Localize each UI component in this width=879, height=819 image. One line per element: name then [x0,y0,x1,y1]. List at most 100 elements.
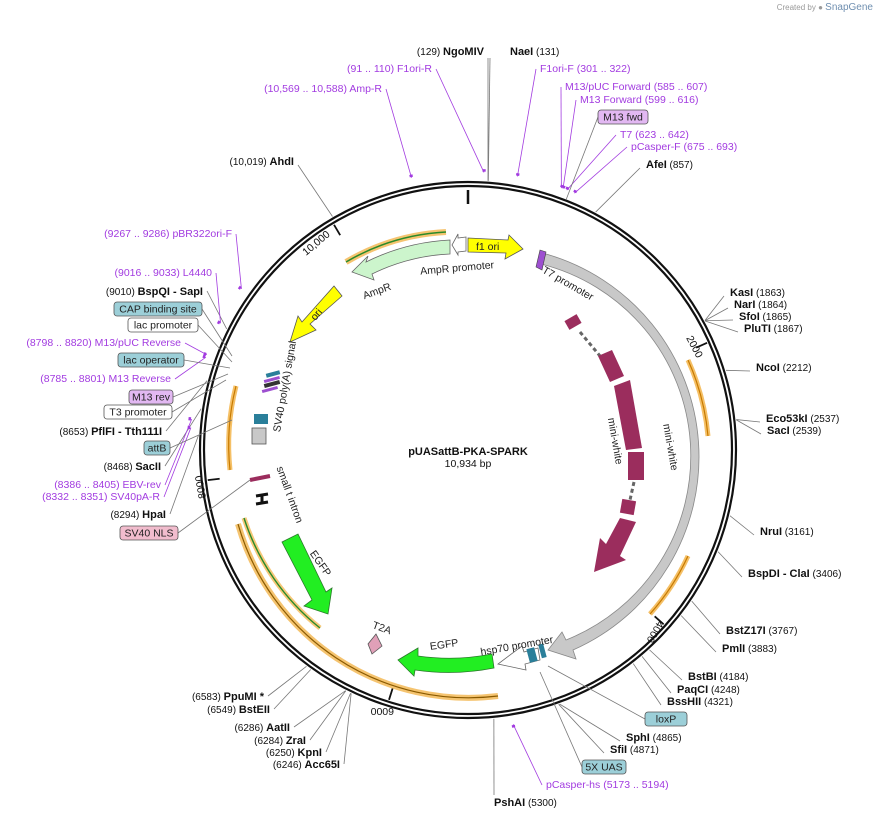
primer-m13-reverse[interactable]: (8785 .. 8801) M13 Reverse [40,373,171,385]
t2a-label: T2A [371,619,393,637]
primer-l4440[interactable]: (9016 .. 9033) L4440 [115,267,213,279]
primer-pcasper-f[interactable]: pCasper-F (675 .. 693) [631,141,737,153]
attb-stack[interactable] [261,370,281,394]
primer-f1ori-f[interactable]: F1ori-F (301 .. 322) [540,63,630,75]
enzyme-site-bsshii[interactable]: BssHII (4321) [667,696,733,708]
feature-box-sv40nls[interactable]: SV40 NLS [119,525,179,541]
primer-leader-m13puc-rev [184,342,208,356]
enzyme-leader-eco53ki [736,419,761,423]
primer-name: (585 .. 607) [651,81,708,93]
enzyme-site-aatii[interactable]: (6286) AatII [234,722,290,734]
enzyme-leader-sphi [559,703,621,742]
primer-sv40pa-r[interactable]: (8332 .. 8351) SV40pA-R [42,491,160,503]
feature-box-m13rev[interactable]: M13 rev [128,389,174,405]
enzyme-site-sphi[interactable]: SphI (4865) [626,732,682,744]
enzyme-site-pluti[interactable]: PluTI (1867) [744,323,803,335]
smallt-segment[interactable] [249,474,271,482]
miniwhite-grey-arrow[interactable] [540,253,700,660]
primer-pbr322ori-f[interactable]: (9267 .. 9286) pBR322ori-F [104,228,232,240]
enzyme-site-naei[interactable]: NaeI (131) [510,46,559,58]
primer-amp-r[interactable]: (10,569 .. 10,588) Amp-R [264,83,382,95]
enzyme-name: BspDI - ClaI [748,568,810,580]
enzyme-site-kasi[interactable]: KasI (1863) [730,287,785,299]
enzyme-position: (4865) [650,733,682,744]
enzyme-site-pflfi[interactable]: (8653) PflFI - Tth111I [59,426,162,438]
enzyme-site-pshai[interactable]: PshAI (5300) [494,797,557,809]
ori-arrow[interactable] [289,285,343,343]
enzyme-site-sfii[interactable]: SfiI (4871) [610,744,659,756]
feature-box-label: M13 fwd [603,112,643,124]
enzyme-name: BssHII [667,696,701,708]
primer-f1ori-r[interactable]: (91 .. 110) F1ori-R [347,63,432,75]
feature-box-cap[interactable]: CAP binding site [113,301,203,317]
f1ori-arrow[interactable] [467,234,524,260]
primer-ebv-rev[interactable]: (8386 .. 8405) EBV-rev [54,479,162,491]
enzyme-leader-kpni [325,692,351,753]
enzyme-site-ahdi[interactable]: (10,019) AhdI [230,156,294,168]
enzyme-site-pmli[interactable]: PmlI (3883) [722,643,777,655]
primer-m13puc-rev[interactable]: (8798 .. 8820) M13/pUC Reverse [26,337,181,349]
enzyme-site-hpai[interactable]: (8294) HpaI [110,509,166,521]
uas-block[interactable] [526,647,538,663]
enzyme-site-kpni[interactable]: (6250) KpnI [266,747,322,759]
egfp1-arrow[interactable] [281,533,333,615]
enzyme-site-ngomiv[interactable]: (129) NgoMIV [417,46,485,58]
enzyme-site-paqci[interactable]: PaqCI (4248) [677,684,740,696]
enzyme-site-bspqi[interactable]: (9010) BspQI - SapI [106,286,203,298]
enzyme-leader-paqci [641,656,672,694]
enzyme-site-bstz17i[interactable]: BstZ17I (3767) [726,625,797,637]
feature-box-attb[interactable]: attB [143,440,171,456]
primer-range: (10,569 .. 10,588) [264,83,349,95]
enzyme-site-ncoi[interactable]: NcoI (2212) [756,362,812,374]
miniwhite-exon-4[interactable] [628,452,644,480]
miniwhite-exon-2[interactable] [598,350,624,382]
enzyme-site-sacii[interactable]: (8468) SacII [104,461,161,473]
enzyme-site-zrai[interactable]: (6284) ZraI [254,735,306,747]
enzyme-site-sfoi[interactable]: SfoI (1865) [739,311,791,323]
feature-box-lacop[interactable]: lac operator [117,352,185,368]
miniwhite-exon-6[interactable] [594,518,636,572]
miniwhite-exon-3[interactable] [614,380,642,450]
miniwhite-exon-1[interactable] [564,314,582,330]
ampr-arrow[interactable] [351,239,451,281]
enzyme-site-afei[interactable]: AfeI (857) [646,159,693,171]
feature-box-loxp[interactable]: loxP [644,711,688,727]
sv40pa-teal-block[interactable] [254,414,268,424]
enzyme-site-acc65i[interactable]: (6246) Acc65I [273,759,340,771]
loxp-block[interactable] [538,643,547,659]
primer-pcasper-hs[interactable]: pCasper-hs (5173 .. 5194) [546,779,669,791]
enzyme-position: (6250) [266,748,298,759]
enzyme-site-ppumi[interactable]: (6583) PpuMI * [192,691,265,703]
feature-group [226,229,711,701]
enzyme-leader-afei [595,167,641,213]
miniwhite-exon-5[interactable] [619,498,637,516]
enzyme-site-nari[interactable]: NarI (1864) [734,299,787,311]
enzyme-site-eco53ki[interactable]: Eco53kI (2537) [766,413,839,425]
t7-promoter-arrow[interactable] [535,249,547,271]
sv40pa-grey-block[interactable] [251,427,267,445]
primer-mark-f1ori-f [515,172,520,176]
primer-m13puc-fwd[interactable]: M13/pUC Forward (585 .. 607) [565,81,707,93]
enzyme-position: (3161) [782,527,814,538]
enzyme-site-bspdi[interactable]: BspDI - ClaI (3406) [748,568,841,580]
ampr-promoter-arrow[interactable] [451,233,467,257]
enzyme-position: (4184) [717,672,749,683]
smallt-label: small t intron [274,465,306,525]
enzyme-site-nrui[interactable]: NruI (3161) [760,526,814,538]
t2a-arrow[interactable] [367,633,383,655]
egfp2-arrow[interactable] [397,647,495,677]
primer-name: F1ori-R [397,63,432,75]
feature-box-m13fwd[interactable]: M13 fwd [597,109,649,125]
primer-m13-forward[interactable]: M13 Forward (599 .. 616) [580,94,698,106]
enzyme-site-bsteii[interactable]: (6549) BstEII [207,704,270,716]
credit-brand: SnapGene [825,2,873,13]
feature-box-t3[interactable]: T3 promoter [103,404,173,420]
enzyme-site-bstbi[interactable]: BstBI (4184) [688,671,748,683]
enzyme-name: AhdI [270,156,294,168]
enzyme-site-saci[interactable]: SacI (2539) [767,425,821,437]
feature-box-uas[interactable]: 5X UAS [581,759,627,775]
primer-t7[interactable]: T7 (623 .. 642) [620,129,689,141]
primer-range: F1ori-F [540,63,574,75]
feature-box-label: CAP binding site [119,304,197,316]
feature-box-lacprom[interactable]: lac promoter [127,317,199,333]
